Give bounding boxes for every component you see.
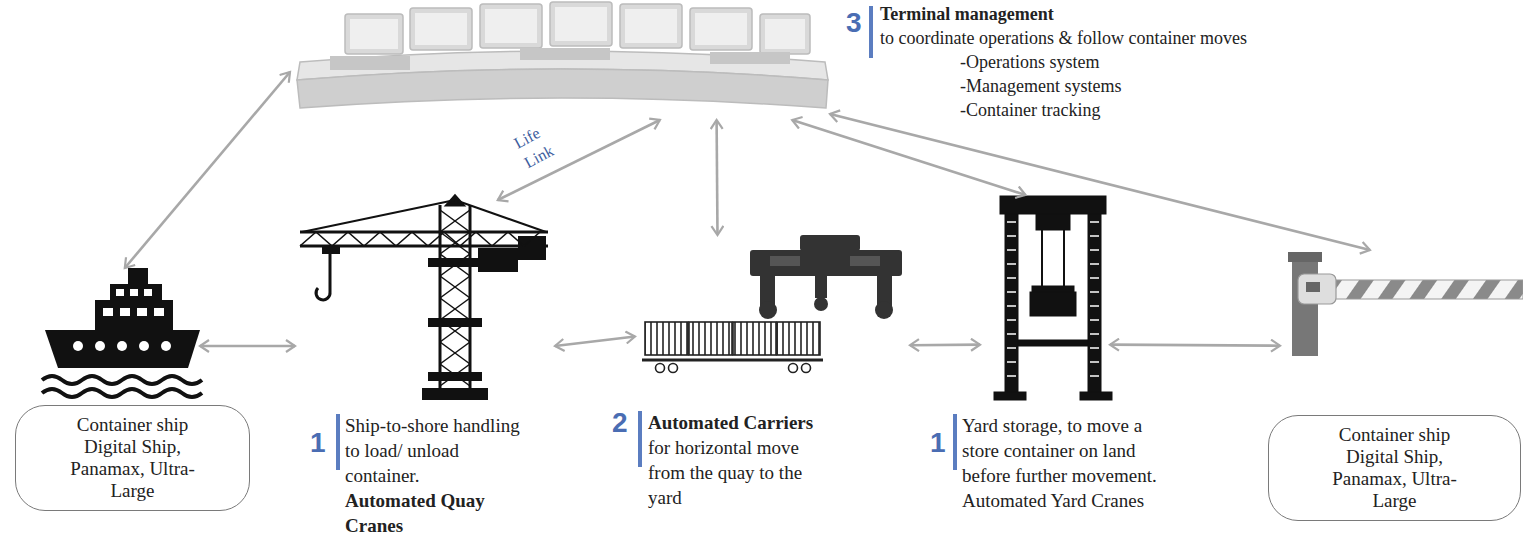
ladder-rung <box>1090 361 1099 363</box>
ladder-rung <box>1007 305 1016 307</box>
text-block: Ship-to-shore handling to load/ unload c… <box>345 413 523 538</box>
text-block: Yard storage, to move a store container … <box>962 413 1180 513</box>
ladder-rung <box>1007 221 1016 223</box>
callout-number: 2 <box>612 408 628 438</box>
node-text: Automated Yard Cranes <box>962 488 1180 513</box>
connector-arrow <box>1110 345 1280 346</box>
ladder-rung <box>1090 263 1099 265</box>
node-text: for horizontal move from the quay to the… <box>648 435 833 510</box>
ladder-rung <box>1007 277 1016 279</box>
ladder-rung <box>1007 263 1016 265</box>
callout-number: 1 <box>310 428 326 458</box>
ladder-rung <box>1007 291 1016 293</box>
ladder-rung <box>1007 361 1016 363</box>
connector-arrow <box>200 345 295 348</box>
rounded-label-box: Container ship Digital Ship, Panamax, Ul… <box>15 405 250 511</box>
ladder-rung <box>1007 375 1016 377</box>
node-text: -Container tracking <box>880 98 1265 122</box>
container-ship: Container ship Digital Ship, Panamax, Ul… <box>40 268 200 398</box>
callout-number: 3 <box>846 8 862 38</box>
node-text: Container ship Digital Ship, Panamax, Ul… <box>53 414 213 502</box>
rounded-label-box: Container ship Digital Ship, Panamax, Ul… <box>1268 415 1521 521</box>
tower-brace <box>440 364 470 386</box>
node-text: Ship-to-shore handling to load/ unload c… <box>345 413 523 488</box>
text-block: Automated Carriersfor horizontal move fr… <box>648 410 833 510</box>
tower-brace <box>440 298 470 320</box>
ladder-rung <box>1007 319 1016 321</box>
ladder-rung <box>1090 375 1099 377</box>
tower-brace <box>440 298 470 320</box>
connector-arrow <box>125 72 290 268</box>
ladder-rung <box>1007 235 1016 237</box>
ladder-rung <box>1007 249 1016 251</box>
yard-crane: Yard storage, to move a store container … <box>980 195 1110 400</box>
tower-brace <box>440 254 470 276</box>
ladder-rung <box>1007 347 1016 349</box>
tower-brace <box>440 320 470 342</box>
tower-brace <box>440 210 470 232</box>
gate-barrier-icon <box>1288 252 1523 356</box>
ladder-rung <box>1090 291 1099 293</box>
node-heading: Terminal management <box>880 2 1054 26</box>
quay-crane: Ship-to-shore handling to load/ unload c… <box>295 200 555 400</box>
automated-carrier-icon <box>642 235 902 373</box>
connector-arrow <box>715 120 719 235</box>
text-block: Terminal managementto coordinate operati… <box>880 2 1265 122</box>
tower-brace <box>440 320 470 342</box>
node-text: -Operations system <box>880 50 1265 74</box>
connector-arrow <box>830 114 1370 250</box>
connector-arrow <box>792 120 1025 195</box>
automated-carrier: Automated Carriersfor horizontal move fr… <box>635 235 910 380</box>
control-desk <box>297 2 828 108</box>
ladder-rung <box>1090 277 1099 279</box>
node-text: to coordinate operations & follow contai… <box>880 26 1247 50</box>
tower-brace <box>440 210 470 232</box>
connector-arrow <box>555 337 635 347</box>
boom-lattice <box>300 232 540 246</box>
ladder-rung <box>1090 347 1099 349</box>
ladder-rung <box>1007 333 1016 335</box>
tower-brace <box>440 364 470 386</box>
tower-brace <box>440 232 470 254</box>
edge-label: Life Link <box>508 113 571 174</box>
ladder-rung <box>1090 319 1099 321</box>
ladder-rung <box>1090 249 1099 251</box>
node-heading: Automated Carriers <box>648 410 833 435</box>
node-text: -Management systems <box>880 74 1265 98</box>
yard-crane-icon <box>994 196 1112 400</box>
ladder-rung <box>1090 305 1099 307</box>
tower-brace <box>440 342 470 364</box>
ship-icon <box>42 268 202 397</box>
node-heading: Automated Quay Cranes <box>345 488 523 538</box>
ladder-rung <box>1090 333 1099 335</box>
callout-bar <box>336 6 957 470</box>
tower-brace <box>440 342 470 364</box>
tower-brace <box>440 276 470 298</box>
ladder-rung <box>1090 221 1099 223</box>
terminal-management: Terminal managementto coordinate operati… <box>290 0 830 120</box>
quay-crane-icon <box>300 196 548 400</box>
tower-brace <box>440 254 470 276</box>
node-text: Yard storage, to move a store container … <box>962 413 1180 488</box>
gate-container-ship: Container ship Digital Ship, Panamax, Ul… <box>1280 250 1523 360</box>
tower-brace <box>440 232 470 254</box>
callout-number: 1 <box>930 428 946 458</box>
node-text: Container ship Digital Ship, Panamax, Ul… <box>1315 424 1475 512</box>
ladder-rung <box>1090 235 1099 237</box>
tower-brace <box>440 276 470 298</box>
connector-arrow <box>910 343 980 346</box>
